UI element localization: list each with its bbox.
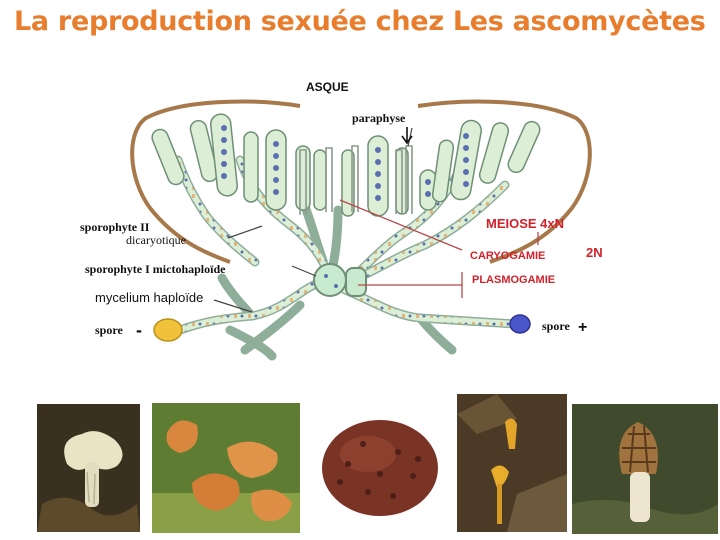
spore-minus-shape — [153, 318, 183, 342]
label-sporophyte-ii-line2: dicaryotique — [126, 233, 186, 247]
label-caryogamie: CARYOGAMIE — [470, 250, 545, 262]
label-paraphyse: paraphyse — [352, 111, 406, 125]
red-annotation-lines — [339, 199, 539, 298]
white-helvella-photo — [37, 404, 140, 532]
paraphyse-arrow-icon — [401, 127, 413, 145]
truffle-photo — [318, 414, 442, 520]
annotation-lines — [213, 127, 413, 313]
paraphyses-group — [299, 145, 413, 215]
gametangia-group — [313, 263, 367, 297]
ascocarp-outline-right — [417, 99, 592, 264]
ascocarp-outline-left — [130, 99, 301, 264]
label-spore-plus: spore — [542, 319, 570, 333]
label-plus-sign: + — [578, 319, 587, 336]
label-sporophyte-ii-line1: sporophyte II — [80, 220, 150, 234]
ascomycete-life-cycle-diagram: ASQUE paraphyse sporophyte II dicaryotiq… — [80, 80, 603, 361]
label-2n: 2N — [586, 245, 603, 260]
label-spore-minus: spore — [95, 323, 123, 337]
slide-title: La reproduction sexuée chez Les ascomycè… — [14, 6, 706, 37]
label-minus-sign: - — [136, 320, 142, 340]
label-asque: ASQUE — [306, 80, 349, 94]
label-mycelium: mycelium haploïde — [95, 290, 203, 305]
label-sporophyte-i: sporophyte I mictohaploïde — [85, 262, 226, 276]
spore-plus-shape — [509, 314, 531, 334]
label-meiose: MEIOSE 4xN — [486, 216, 564, 231]
label-plasmogamie: PLASMOGAMIE — [472, 274, 555, 286]
orange-peel-cup-fungus-photo — [152, 403, 300, 533]
yellow-earth-tongue-photo — [457, 394, 567, 532]
morel-photo — [572, 404, 718, 534]
